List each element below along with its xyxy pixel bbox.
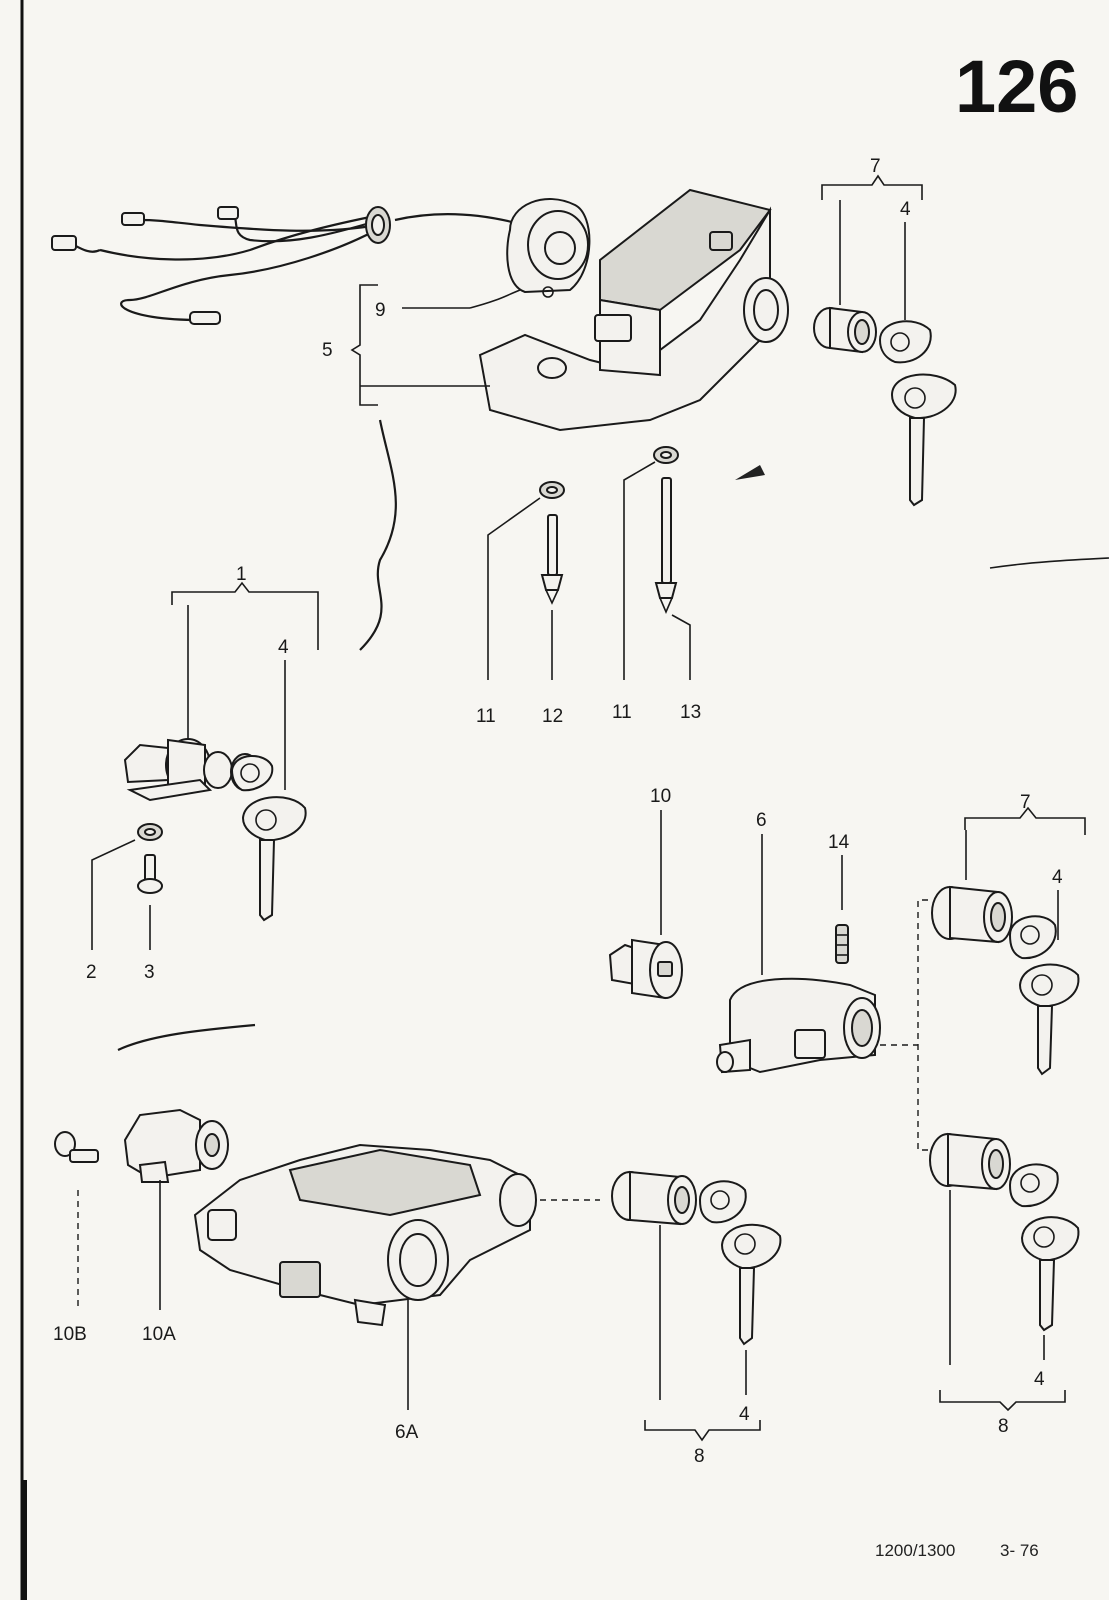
key-pair-4-right-top: [1008, 915, 1080, 1076]
loose-wire-top: [359, 419, 397, 651]
lock-cylinder-8-bottom: [611, 1170, 697, 1226]
ignition-switch-9: [506, 198, 591, 298]
footer-model: 1200/1300: [875, 1541, 955, 1560]
label-10a: 10A: [142, 1324, 176, 1345]
label-4-right-bottom: 4: [1034, 1369, 1045, 1390]
bracket-7-right: [964, 806, 1086, 835]
screw-3: [137, 854, 163, 894]
washer-11b: [653, 446, 679, 464]
assembly-link-right: [917, 899, 928, 1151]
bracket-5: [350, 284, 378, 406]
label-9: 9: [375, 300, 386, 321]
label-8-right: 8: [998, 1416, 1009, 1437]
ignition-switch-10a: [123, 1108, 229, 1183]
bracket-8-right: [939, 1390, 1066, 1412]
footer-date: 3- 76: [1000, 1541, 1039, 1560]
label-6: 6: [756, 810, 767, 831]
label-7-top: 7: [870, 156, 881, 177]
grub-screw-14: [835, 924, 849, 964]
key-pair-4-right-bottom: [1008, 1163, 1080, 1332]
label-13: 13: [680, 702, 701, 723]
key-pair-4-left: [230, 755, 307, 922]
key-pair-4-bottom: [698, 1180, 782, 1346]
wiring-harness: [51, 206, 513, 325]
label-3: 3: [144, 962, 155, 983]
page-number: 126: [955, 45, 1078, 128]
scan-rule: [989, 557, 1109, 569]
label-12: 12: [542, 706, 563, 727]
leader-9b: [469, 289, 521, 309]
label-11a: 11: [476, 706, 496, 727]
bracket-1: [171, 581, 319, 650]
loose-wire-bottom: [117, 1023, 256, 1051]
steering-lock-housing-5: [478, 188, 789, 432]
bracket-7-top: [821, 174, 923, 200]
label-14: 14: [828, 832, 850, 853]
label-4-right-top: 4: [1052, 867, 1063, 888]
label-5: 5: [322, 340, 333, 361]
screw-12: [540, 514, 564, 605]
label-10b: 10B: [53, 1324, 87, 1345]
key-pair-4-top: [878, 320, 957, 507]
bracket-8-bottom: [644, 1420, 761, 1442]
label-7-right: 7: [1020, 792, 1031, 813]
washer-11a: [539, 481, 565, 499]
screw-13: [654, 477, 678, 615]
leader-13: [671, 614, 691, 680]
steering-lock-6: [716, 977, 881, 1074]
label-11b: 11: [612, 702, 632, 723]
label-4-bottom: 4: [739, 1404, 750, 1425]
leader-11b: [623, 461, 656, 680]
scan-mark: [735, 465, 765, 480]
screw-10b: [54, 1131, 99, 1163]
label-1: 1: [236, 564, 247, 585]
steering-lock-housing-6a: [193, 1143, 537, 1327]
leader-11a: [487, 497, 541, 680]
ignition-switch-10: [608, 938, 683, 1000]
washer-2: [137, 823, 163, 841]
leader-2: [91, 839, 136, 950]
lock-cylinder-8-right: [929, 1132, 1011, 1191]
label-8-bottom: 8: [694, 1446, 705, 1467]
label-10: 10: [650, 786, 671, 807]
label-4-top: 4: [900, 199, 911, 220]
label-2: 2: [86, 962, 97, 983]
lock-cylinder-7-right: [931, 885, 1013, 944]
label-6a: 6A: [395, 1422, 419, 1443]
label-4-left: 4: [278, 637, 289, 658]
lock-cylinder-7-top: [813, 306, 877, 354]
